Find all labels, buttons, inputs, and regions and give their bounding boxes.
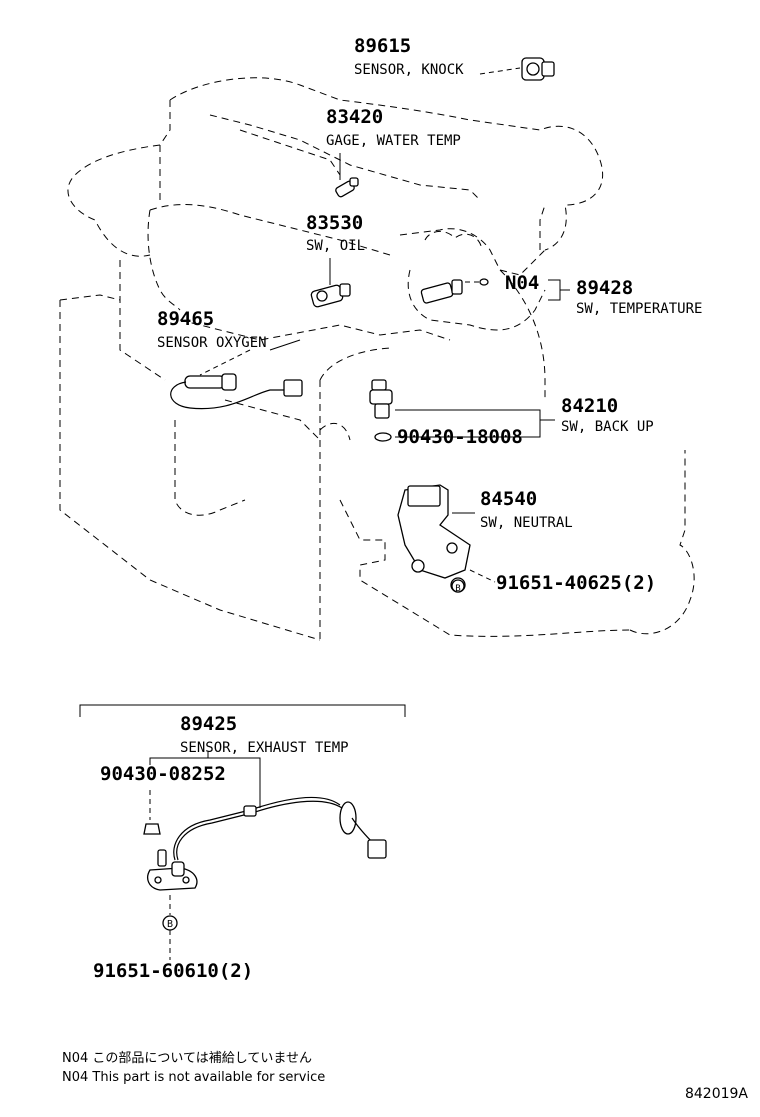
part-number: 84540 bbox=[480, 488, 537, 510]
callout-temperature-switch: 89428 SW, TEMPERATURE bbox=[576, 277, 702, 317]
part-name: SW, TEMPERATURE bbox=[576, 301, 702, 317]
footnote-english: N04 This part is not available for servi… bbox=[62, 1070, 325, 1085]
part-number: N04 bbox=[505, 272, 539, 294]
part-number: 83420 bbox=[326, 106, 383, 128]
part-number: 83530 bbox=[306, 212, 363, 234]
callout-bolt-91651-40625: 91651-40625(2) bbox=[496, 572, 656, 594]
callout-neutral-switch: 84540 SW, NEUTRAL bbox=[480, 488, 573, 531]
bolt-marker-lower: B bbox=[162, 915, 178, 931]
diagram-code: 842019A bbox=[685, 1086, 748, 1102]
part-name: SENSOR, EXHAUST TEMP bbox=[180, 740, 349, 756]
part-name: SENSOR OXYGEN bbox=[157, 335, 267, 351]
bolt-marker-lower-label: B bbox=[167, 919, 173, 930]
oxygen-sensor-part bbox=[170, 373, 303, 410]
callout-water-temp-gage: 83420 GAGE, WATER TEMP bbox=[326, 106, 461, 149]
exhaust-temp-group bbox=[79, 704, 406, 960]
part-name: GAGE, WATER TEMP bbox=[326, 133, 461, 149]
bolt-marker-upper: B bbox=[451, 579, 465, 594]
oil-switch-part bbox=[310, 283, 351, 308]
part-number: 90430-18008 bbox=[397, 426, 523, 448]
part-number: 89615 bbox=[354, 35, 411, 57]
footnote-japanese: N04 この部品については補給していません bbox=[62, 1051, 312, 1066]
callout-bolt-91651-60610: 91651-60610(2) bbox=[93, 960, 253, 982]
part-number: 90430-08252 bbox=[100, 763, 226, 785]
callout-washer-90430-18008: 90430-18008 bbox=[397, 426, 523, 448]
callout-nut-90430-08252: 90430-08252 bbox=[100, 763, 226, 785]
callout-exhaust-temp-sensor: 89425 SENSOR, EXHAUST TEMP bbox=[180, 713, 349, 756]
part-number: 91651-40625(2) bbox=[496, 572, 656, 594]
part-number: 91651-60610(2) bbox=[93, 960, 253, 982]
neutral-switch-part bbox=[397, 484, 471, 593]
part-number: 89428 bbox=[576, 277, 633, 299]
callout-oxygen-sensor: 89465 SENSOR OXYGEN bbox=[157, 308, 267, 351]
part-number: 89425 bbox=[180, 713, 237, 735]
part-number: 84210 bbox=[561, 395, 618, 417]
part-name: SW, OIL bbox=[306, 238, 365, 254]
callout-oil-switch: 83530 SW, OIL bbox=[306, 212, 365, 254]
part-name: SENSOR, KNOCK bbox=[354, 62, 464, 78]
leader-lines bbox=[199, 67, 570, 583]
bolt-marker-upper-label: B bbox=[455, 584, 460, 594]
back-up-switch-part bbox=[369, 379, 393, 442]
engine-outline bbox=[59, 77, 695, 641]
footnotes: N04 この部品については補給していません N04 This part is n… bbox=[62, 1051, 325, 1085]
part-name: SW, BACK UP bbox=[561, 419, 654, 435]
callout-back-up-switch: 84210 SW, BACK UP bbox=[561, 395, 654, 435]
temperature-switch-part bbox=[420, 278, 489, 304]
part-name: SW, NEUTRAL bbox=[480, 515, 573, 531]
callout-knock-sensor: 89615 SENSOR, KNOCK bbox=[354, 35, 464, 78]
water-temp-gage-part bbox=[335, 177, 359, 198]
part-number: 89465 bbox=[157, 308, 214, 330]
callout-n04: N04 bbox=[505, 272, 539, 294]
knock-sensor-part bbox=[521, 57, 555, 81]
